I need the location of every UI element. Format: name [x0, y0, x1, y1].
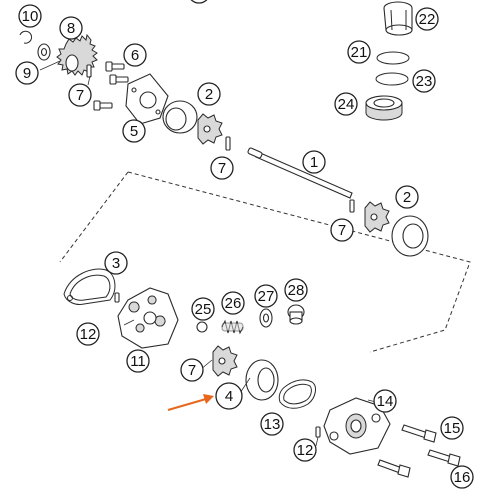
dowel-pin-part	[86, 64, 92, 78]
pump-rotor-outer-part	[162, 100, 198, 134]
callout-number: 27	[258, 288, 275, 305]
pump-rotor-outer-part	[245, 359, 279, 401]
callout-4-highlighted: 4	[215, 382, 243, 410]
callout-number: 28	[288, 282, 305, 299]
callout-21: 21	[347, 40, 371, 64]
callout-number: 13	[264, 416, 281, 433]
screw-part	[93, 100, 113, 111]
callout-number: 25	[195, 301, 212, 318]
callout-number: 24	[338, 96, 355, 113]
washer-part	[259, 308, 273, 328]
circlip-part	[19, 30, 33, 44]
pump-rotor-inner-part	[197, 113, 223, 145]
callout-14: 14	[373, 389, 397, 413]
callout-number: 10	[22, 8, 39, 25]
pump-housing-cover-part	[323, 397, 391, 455]
gasket-part	[63, 268, 116, 305]
ball-part	[196, 321, 208, 333]
o-ring-part	[376, 51, 410, 65]
callout-1: 1	[302, 150, 326, 174]
callout-number: 15	[444, 420, 461, 437]
pump-rotor-outer-part	[391, 215, 429, 257]
plug-screw-part	[287, 304, 305, 325]
pump-rotor-inner-part	[212, 345, 238, 377]
callout-9: 9	[15, 61, 39, 85]
callout-number: 7	[338, 222, 346, 239]
screw-cap-part	[365, 95, 403, 121]
assembly-boundary	[59, 171, 471, 353]
callout-number: 12	[297, 442, 314, 459]
callout-number: 11	[130, 353, 146, 370]
callout-number: 6	[131, 47, 139, 64]
callout-number: 8	[67, 20, 75, 37]
highlight-arrow	[167, 394, 214, 411]
callout-number: 3	[112, 255, 120, 272]
pump-shaft-part	[247, 147, 353, 199]
callout-3: 3	[104, 251, 128, 275]
bolt-part	[427, 449, 461, 467]
callout-12: 12	[293, 438, 317, 462]
bolt-part	[377, 459, 411, 478]
callout-8: 8	[59, 16, 83, 40]
dowel-pin-part	[114, 292, 120, 303]
washer-part	[37, 43, 51, 61]
callout-24: 24	[334, 92, 358, 116]
callout-6: 6	[123, 43, 147, 67]
callout-12: 12	[76, 322, 100, 346]
screw-part	[109, 74, 129, 85]
gasket-part	[278, 379, 316, 409]
callout-27: 27	[254, 284, 278, 308]
callout-7: 7	[180, 358, 204, 382]
callout-number: 2	[403, 189, 411, 206]
callout-7: 7	[330, 218, 354, 242]
spring-part	[221, 319, 244, 335]
callout-7: 7	[68, 83, 92, 107]
callout-25: 25	[191, 297, 215, 321]
pin-part	[349, 199, 355, 213]
callout-number: 5	[130, 123, 138, 140]
callout-number: 21	[351, 44, 368, 61]
callout-number: 4	[225, 388, 233, 405]
callout-2: 2	[197, 82, 221, 106]
callout-number: 9	[23, 65, 31, 82]
callout-number: 1	[310, 154, 318, 171]
callout-13: 13	[260, 412, 284, 436]
callout-number: 23	[416, 73, 433, 90]
callout-11: 11	[126, 349, 150, 373]
callout-22: 22	[415, 7, 439, 31]
pump-cover-part	[125, 73, 169, 125]
callout-15: 15	[440, 416, 464, 440]
callout-number: 7	[188, 362, 196, 379]
callout-10: 10	[18, 4, 42, 28]
bolt-part	[401, 424, 437, 443]
callout-number: 2	[205, 86, 213, 103]
pin-part	[225, 136, 231, 151]
callout-2: 2	[395, 185, 419, 209]
screw-part	[105, 61, 125, 72]
pump-rotor-inner-part	[364, 201, 390, 233]
callout-16: 16	[450, 465, 474, 489]
callout-5: 5	[122, 119, 146, 143]
callout-number: 12	[80, 326, 97, 343]
callout-number: 26	[225, 295, 242, 312]
filter-screen-part	[383, 1, 413, 36]
callout-26: 26	[221, 291, 245, 315]
callout-28: 28	[284, 278, 308, 302]
callout-number: 16	[454, 469, 471, 486]
callout-23: 23	[412, 69, 436, 93]
o-ring-part	[375, 72, 409, 86]
pump-housing-part	[117, 287, 179, 349]
callout-partial	[190, 0, 208, 4]
callout-number: 7	[76, 87, 84, 104]
callout-7: 7	[210, 156, 234, 180]
callout-number: 22	[419, 11, 436, 28]
dowel-pin-part	[315, 426, 321, 438]
callout-number: 7	[218, 160, 226, 177]
callout-number: 14	[377, 393, 394, 410]
